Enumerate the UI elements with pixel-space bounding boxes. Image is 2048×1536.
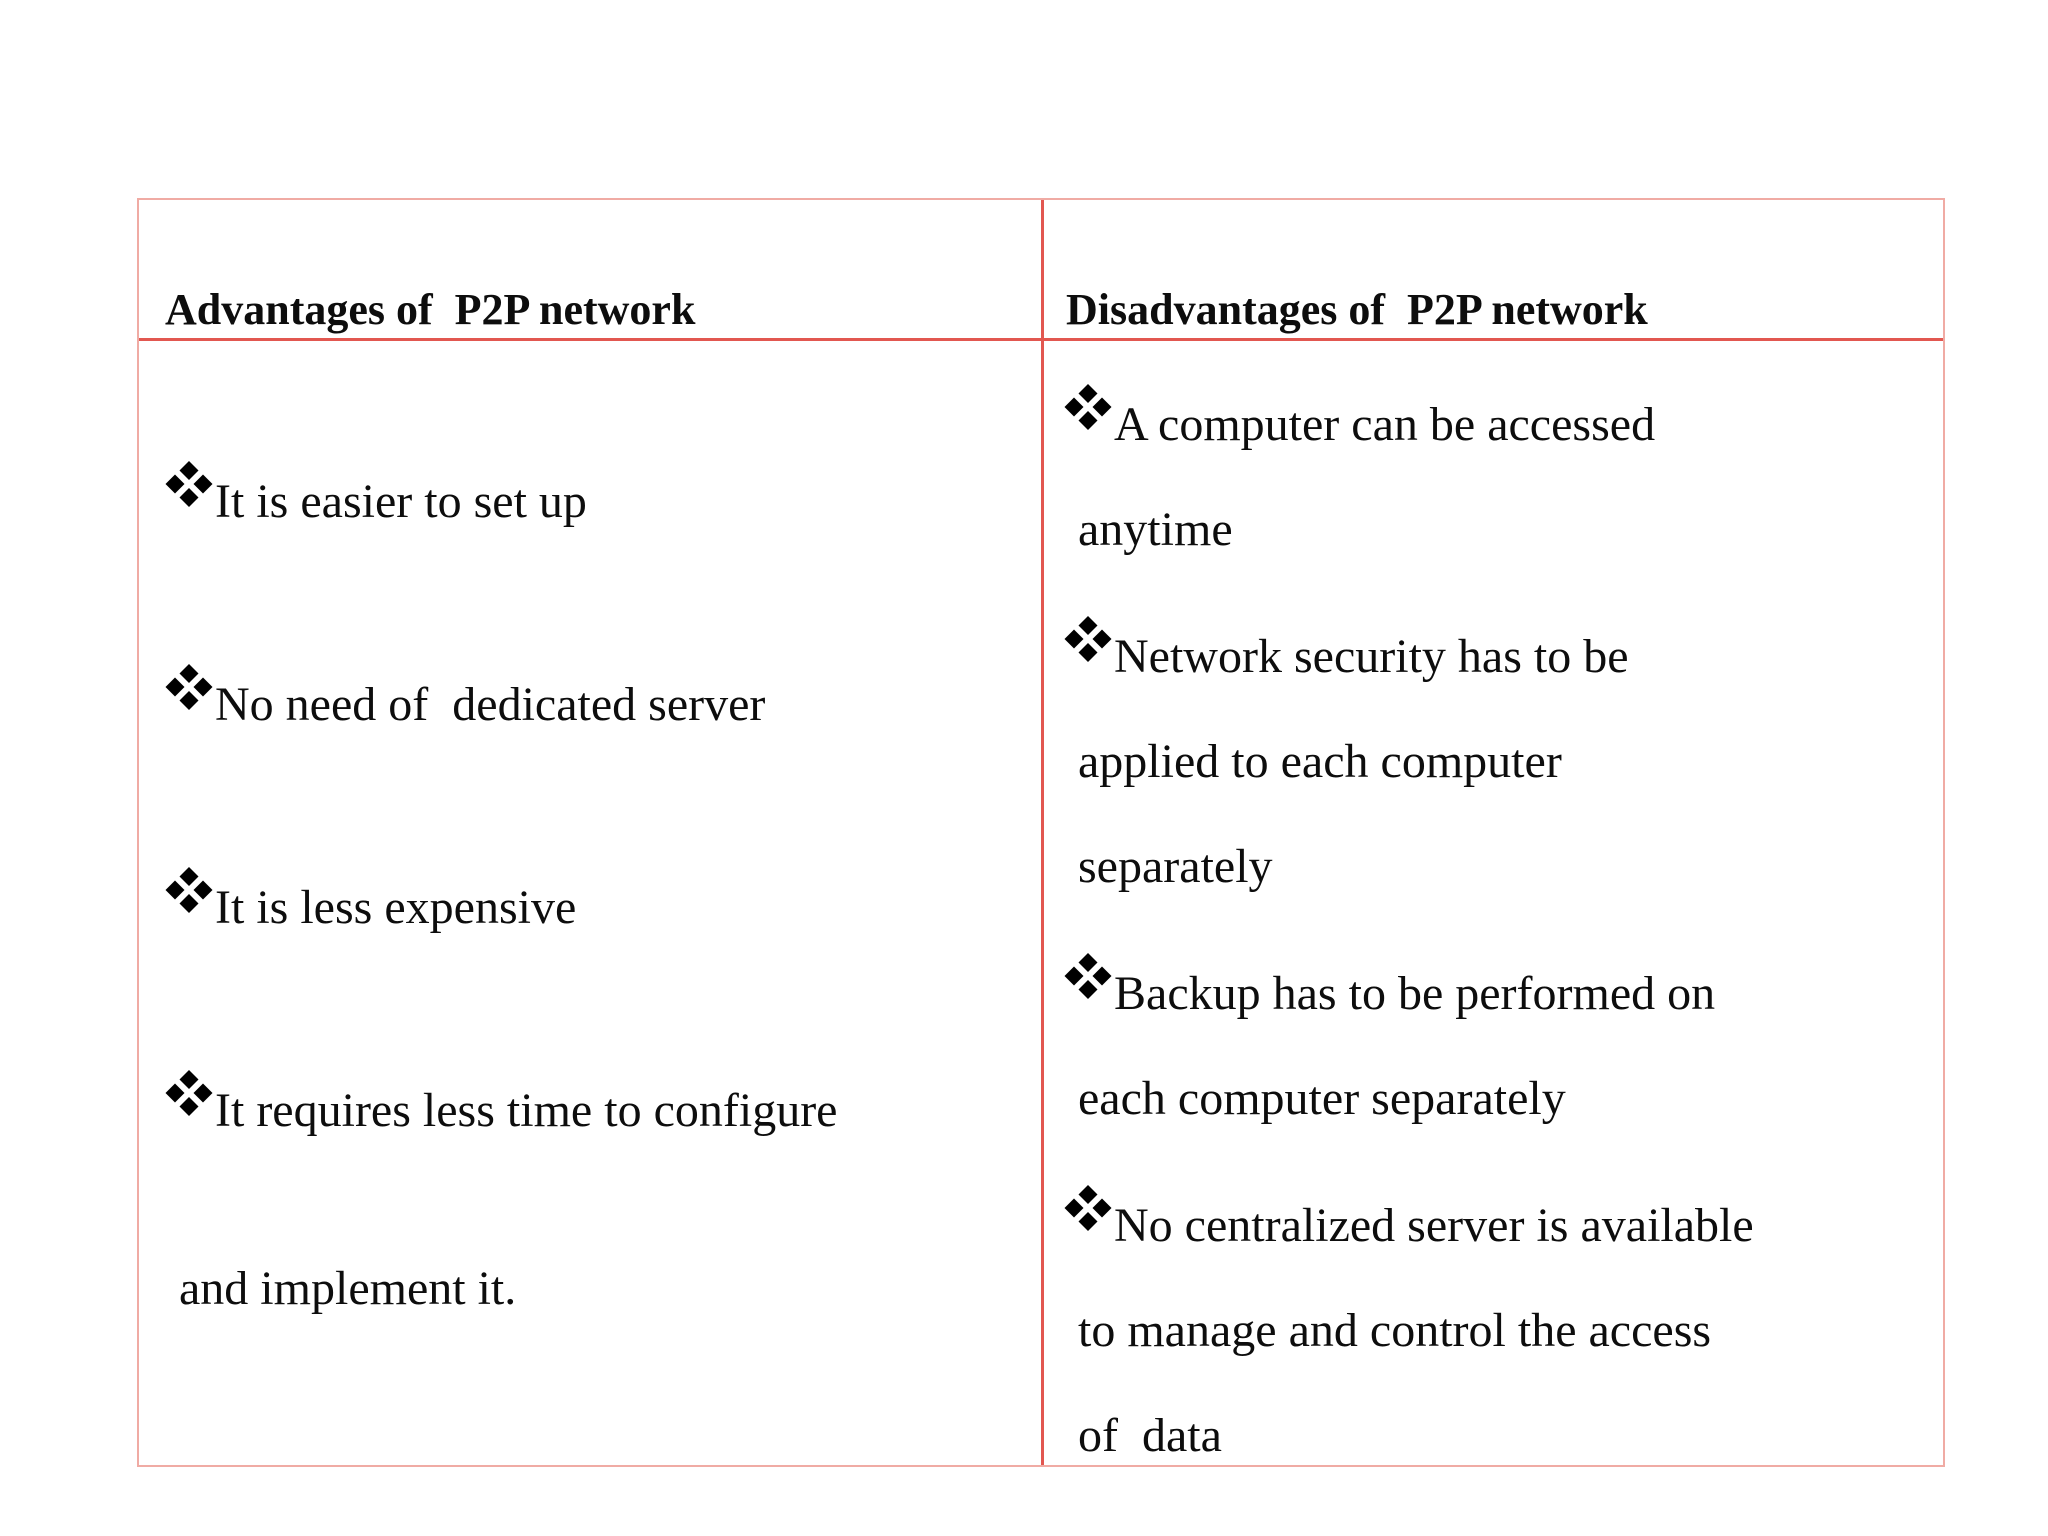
advantages-cell: It is easier to set up No need of dedica…: [139, 341, 1041, 1465]
item-text: Backup has to be performed on: [1114, 967, 1716, 1020]
advantages-header-label: Advantages of P2P network: [165, 284, 696, 334]
item-line: No centralized server is available: [1064, 1173, 1935, 1278]
advantages-list: It is easier to set up No need of dedica…: [139, 341, 1041, 1378]
item-line: to manage and control the access: [1078, 1278, 1935, 1383]
disadvantages-header-label: Disadvantages of P2P network: [1066, 284, 1648, 334]
item-text: anytime: [1078, 503, 1233, 556]
list-item: It is less expensive: [165, 819, 1033, 997]
list-item: A computer can be accessed anytime: [1064, 372, 1935, 582]
four-diamond-bullet-icon: [165, 664, 213, 710]
item-text: No need of dedicated server: [215, 678, 766, 731]
list-item: Network security has to be applied to ea…: [1064, 604, 1935, 919]
item-text: Network security has to be: [1114, 630, 1629, 683]
disadvantages-cell: A computer can be accessed anytime Netwo…: [1041, 341, 1943, 1465]
item-line: Backup has to be performed on: [1064, 941, 1935, 1046]
advantages-header: Advantages of P2P network: [139, 200, 1041, 341]
list-item: No centralized server is available to ma…: [1064, 1173, 1935, 1465]
four-diamond-bullet-icon: [1064, 384, 1112, 430]
item-line: It requires less time to configure: [165, 1022, 1033, 1200]
item-text: It is easier to set up: [215, 475, 587, 528]
list-item: It requires less time to configure and i…: [165, 1022, 1033, 1378]
item-line: anytime: [1078, 477, 1935, 582]
item-line: It is less expensive: [165, 819, 1033, 997]
p2p-comparison-table: Advantages of P2P network Disadvantages …: [137, 198, 1945, 1467]
four-diamond-bullet-icon: [1064, 953, 1112, 999]
disadvantages-header: Disadvantages of P2P network: [1041, 200, 1943, 341]
item-text: and implement it.: [179, 1262, 517, 1315]
item-line: separately: [1078, 814, 1935, 919]
item-text: of data: [1078, 1409, 1222, 1462]
item-text: each computer separately: [1078, 1072, 1566, 1125]
item-line: applied to each computer: [1078, 709, 1935, 814]
item-line: and implement it.: [179, 1200, 1033, 1378]
item-line: It is easier to set up: [165, 413, 1033, 591]
item-text: A computer can be accessed: [1114, 398, 1656, 451]
list-item: Backup has to be performed on each compu…: [1064, 941, 1935, 1151]
item-text: No centralized server is available: [1114, 1199, 1754, 1252]
list-item: No need of dedicated server: [165, 616, 1033, 794]
four-diamond-bullet-icon: [165, 867, 213, 913]
four-diamond-bullet-icon: [1064, 1185, 1112, 1231]
list-item: It is easier to set up: [165, 413, 1033, 591]
item-text: It is less expensive: [215, 881, 577, 934]
item-text: separately: [1078, 840, 1273, 893]
four-diamond-bullet-icon: [1064, 616, 1112, 662]
item-line: A computer can be accessed: [1064, 372, 1935, 477]
four-diamond-bullet-icon: [165, 461, 213, 507]
item-line: No need of dedicated server: [165, 616, 1033, 794]
item-line: each computer separately: [1078, 1046, 1935, 1151]
item-line: Network security has to be: [1064, 604, 1935, 709]
item-line: of data: [1078, 1383, 1935, 1465]
disadvantages-list: A computer can be accessed anytime Netwo…: [1044, 341, 1943, 1465]
item-text: applied to each computer: [1078, 735, 1562, 788]
item-text: to manage and control the access: [1078, 1304, 1712, 1357]
item-text: It requires less time to configure: [215, 1084, 838, 1137]
four-diamond-bullet-icon: [165, 1070, 213, 1116]
